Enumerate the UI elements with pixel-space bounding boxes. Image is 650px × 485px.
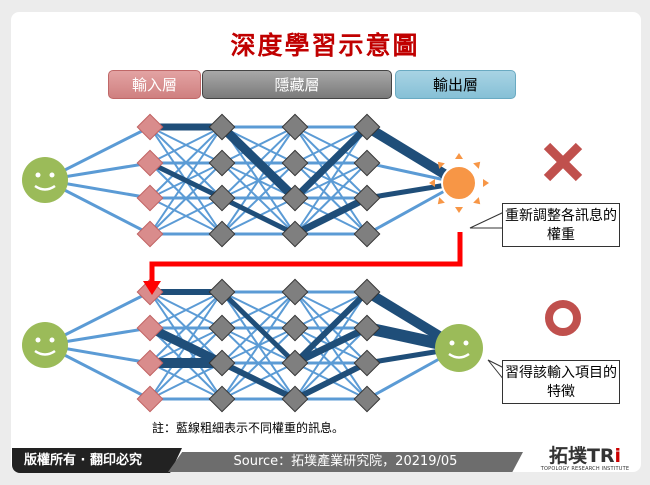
- input-node: [136, 149, 164, 177]
- hidden-node: [353, 385, 381, 413]
- hidden-node: [353, 314, 381, 342]
- hidden-node: [208, 385, 236, 413]
- smiley-icon: [22, 322, 68, 368]
- smiley-eye: [49, 172, 55, 178]
- edge: [149, 291, 223, 364]
- input-node: [136, 220, 164, 248]
- weighted-edge: [293, 194, 369, 238]
- circle-icon: [545, 300, 581, 336]
- hidden-node: [353, 184, 381, 212]
- hidden-node: [353, 149, 381, 177]
- input-node: [136, 314, 164, 342]
- edge: [294, 126, 368, 235]
- tri-logo: 拓墣TRi TOPOLOGY RESEARCH INSTITUTE: [540, 445, 630, 472]
- weighted-edge: [218, 123, 299, 202]
- weighted-edge: [220, 195, 297, 237]
- cross-icon: [543, 142, 583, 182]
- sun-ray: [437, 161, 445, 169]
- sun-ray: [429, 179, 436, 187]
- hidden-node: [353, 349, 381, 377]
- hidden-node: [208, 149, 236, 177]
- hidden-node: [281, 278, 309, 306]
- edge: [221, 126, 296, 164]
- edge: [149, 291, 223, 329]
- input-node: [136, 184, 164, 212]
- smiley-mouth: [34, 184, 56, 191]
- edge: [221, 126, 296, 235]
- hidden-node: [208, 113, 236, 141]
- smiley-eye: [463, 340, 469, 346]
- sun-ray: [473, 197, 481, 205]
- hidden-node: [281, 184, 309, 212]
- sun-ray: [455, 153, 463, 160]
- output-layer-label: 輸出層: [395, 70, 516, 99]
- edge: [294, 291, 368, 329]
- smiley-eye: [449, 340, 455, 346]
- hidden-node: [208, 278, 236, 306]
- weighted-edge: [220, 290, 297, 365]
- copyright-label: 版權所有 · 翻印必究: [12, 448, 182, 473]
- hidden-node: [208, 184, 236, 212]
- smiley-eye: [35, 337, 41, 343]
- hidden-node: [281, 220, 309, 248]
- arrow-head-icon: [143, 281, 161, 295]
- sun-ray: [473, 161, 481, 169]
- weighted-edge: [293, 360, 369, 402]
- input-layer-label: 輸入層: [108, 70, 201, 99]
- hidden-node: [353, 113, 381, 141]
- input-node: [136, 385, 164, 413]
- hidden-node: [208, 314, 236, 342]
- edge: [221, 291, 296, 329]
- smiley-icon: [22, 157, 68, 203]
- callout-learn-features: 習得該輸入項目的特徵: [502, 360, 620, 404]
- weighted-edge: [292, 289, 370, 366]
- edge: [149, 126, 223, 164]
- weighted-edge: [148, 323, 224, 368]
- sun-ray: [482, 179, 489, 187]
- input-node: [136, 349, 164, 377]
- sun-ray: [455, 206, 463, 213]
- smiley-icon: [435, 324, 483, 372]
- edge: [294, 162, 368, 235]
- hidden-node: [281, 314, 309, 342]
- source-text: Source：拓墣產業研究院，20219/05: [233, 454, 458, 469]
- hidden-node: [208, 349, 236, 377]
- smiley-eye: [35, 172, 41, 178]
- weighted-edge: [220, 360, 297, 402]
- edge: [221, 327, 296, 400]
- hidden-node: [353, 278, 381, 306]
- edge: [149, 162, 223, 235]
- sun-ray: [437, 197, 445, 205]
- note-text: 註：藍線粗細表示不同權重的訊息。: [152, 421, 345, 435]
- weighted-edge: [148, 160, 224, 201]
- callout-adjust-weights: 重新調整各訊息的權重: [502, 203, 620, 247]
- edge: [221, 291, 296, 400]
- edge: [149, 362, 223, 400]
- callout-pointer: [469, 211, 505, 229]
- hidden-node: [281, 149, 309, 177]
- edge: [294, 126, 368, 164]
- diagram-title: 深度學習示意圖: [230, 31, 420, 60]
- hidden-node: [281, 349, 309, 377]
- edge: [149, 126, 223, 199]
- feedback-arrow: [149, 232, 463, 283]
- hidden-node: [353, 220, 381, 248]
- smiley-mouth: [448, 352, 470, 359]
- hidden-node: [281, 385, 309, 413]
- edge: [221, 162, 296, 235]
- hidden-layer-label: 隱藏層: [202, 70, 392, 99]
- weighted-edge: [293, 324, 369, 367]
- smiley-mouth: [34, 349, 56, 356]
- input-node: [136, 113, 164, 141]
- weighted-edge: [292, 124, 370, 201]
- hidden-node: [208, 220, 236, 248]
- footer-bar: [168, 452, 523, 472]
- edge: [149, 197, 223, 235]
- hidden-node: [281, 113, 309, 141]
- smiley-eye: [49, 337, 55, 343]
- edge: [294, 327, 368, 400]
- sun-icon: [441, 165, 477, 201]
